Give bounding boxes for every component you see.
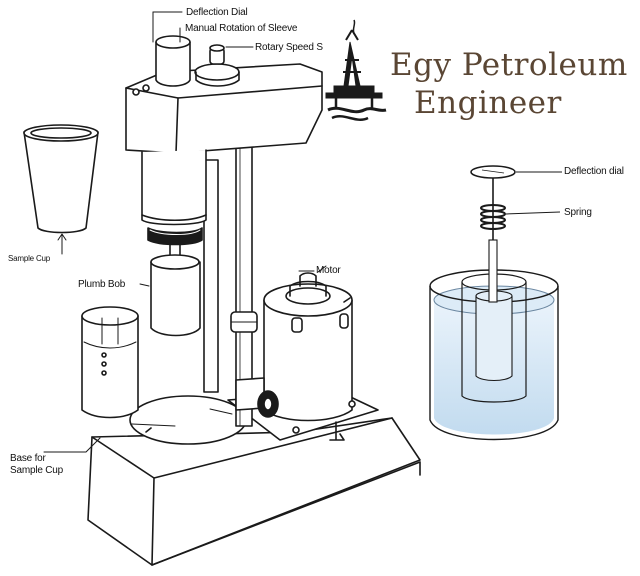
label-deflection-dial: Deflection Dial [186, 7, 248, 18]
sleeve [81, 306, 139, 419]
sample-cup [23, 124, 99, 255]
brand-line2: Engineer [414, 85, 562, 121]
brand-line1: Egy Petroleum [390, 47, 628, 83]
label-motor: Motor [316, 265, 341, 276]
label-rotary-speed: Rotary Speed S [255, 42, 323, 53]
base-leader [43, 437, 101, 453]
label-sample-cup: Sample Cup [8, 254, 51, 263]
label-deflection-dial-right: Deflection dial [564, 166, 624, 177]
instrument-base [87, 391, 421, 566]
label-plumb-bob: Plumb Bob [78, 279, 126, 290]
label-base-line2: Sample Cup [10, 465, 64, 476]
label-manual-rotation: Manual Rotation of Sleeve [185, 23, 298, 34]
support-columns [203, 139, 258, 427]
label-spring: Spring [564, 207, 592, 218]
label-base-line1: Base for [10, 453, 46, 464]
top-dial-knobs [132, 11, 254, 96]
oil-rig-logo-icon [325, 19, 387, 121]
beaker-schematic [429, 165, 562, 441]
upper-housing [125, 63, 323, 259]
motor [235, 265, 356, 441]
plumb-bob [139, 254, 201, 337]
